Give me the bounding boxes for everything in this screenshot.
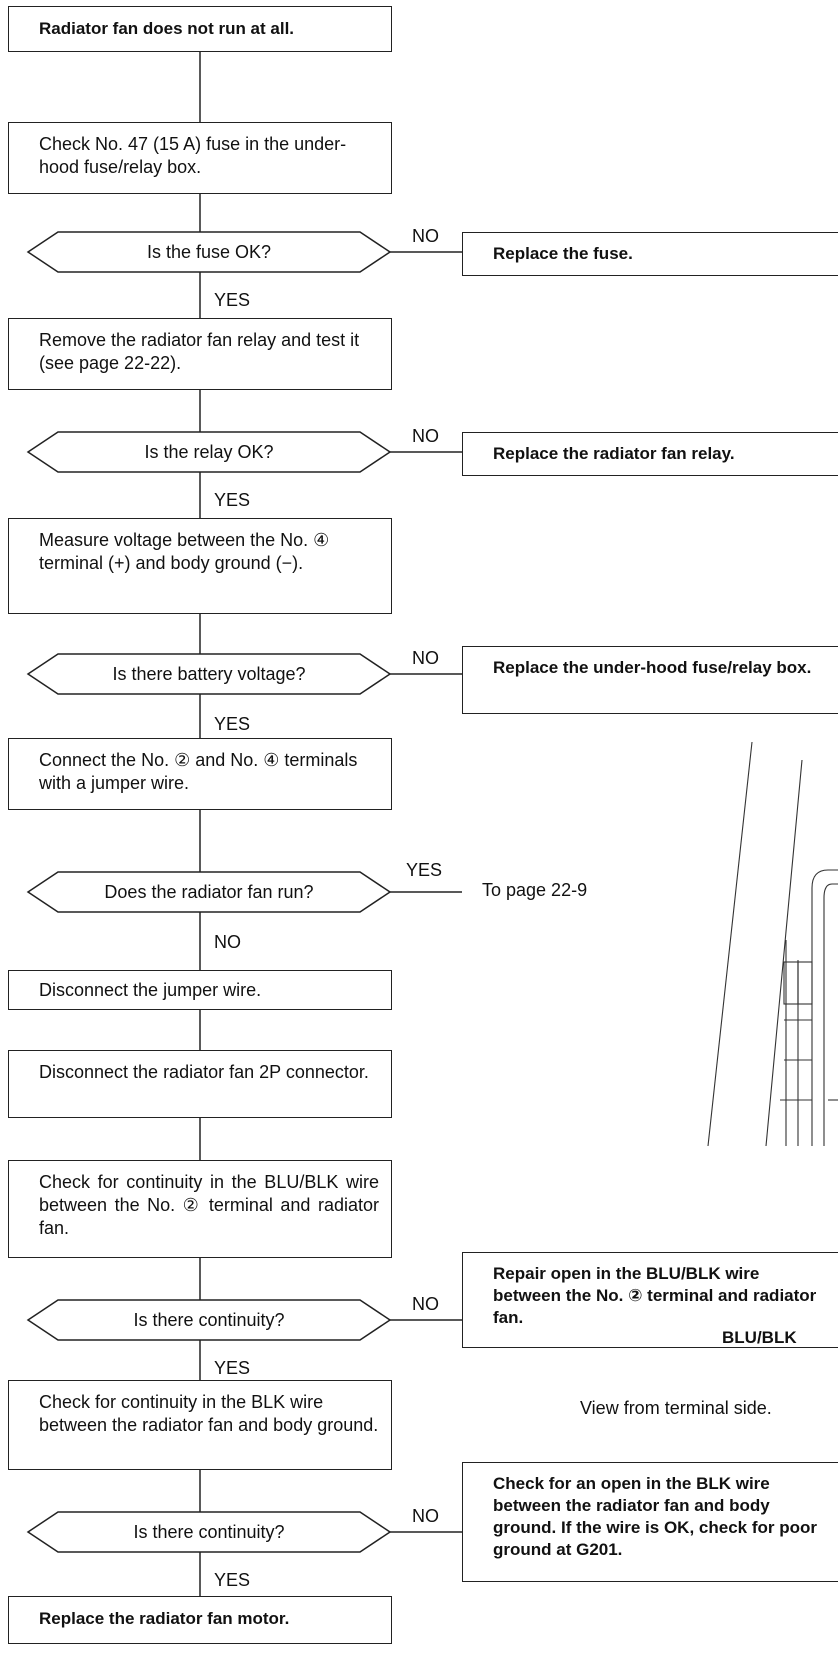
step-connect-jumper: Connect the No. ② and No. ④ terminals wi… — [8, 738, 392, 810]
yes-label: YES — [406, 860, 443, 880]
action-replace-relay: Replace the radiator fan relay. — [462, 432, 838, 476]
step-measure-voltage: Measure voltage between the No. ④ termin… — [8, 518, 392, 614]
step-disconnect-jumper: Disconnect the jumper wire. — [8, 970, 392, 1010]
decision-fan-runs: Does the radiator fan run? — [104, 881, 314, 902]
step-check-blk-continuity: Check for continuity in the BLK wire bet… — [8, 1380, 392, 1470]
step-check-blu-blk-continuity: Check for continuity in the BLU/BLK wire… — [8, 1160, 392, 1258]
action-replace-fuse-box: Replace the under-hood fuse/relay box. — [462, 646, 838, 714]
view-caption: View from terminal side. — [580, 1398, 772, 1418]
to-page-reference: To page 22-9 — [482, 880, 588, 900]
decision-relay-ok: Is the relay OK? — [144, 441, 274, 462]
yes-label: YES — [214, 490, 251, 510]
decision-blu-blk-continuity: Is there continuity? — [133, 1309, 285, 1330]
no-label: NO — [214, 932, 241, 952]
action-repair-blu-blk: Repair open in the BLU/BLK wire between … — [462, 1252, 838, 1348]
step-replace-fan-motor: Replace the radiator fan motor. — [8, 1596, 392, 1644]
action-check-blk-ground: Check for an open in the BLK wire betwee… — [462, 1462, 838, 1582]
connector-illustration — [707, 741, 838, 1341]
no-label: NO — [412, 226, 439, 246]
decision-battery-voltage: Is there battery voltage? — [112, 663, 306, 684]
no-label: NO — [412, 648, 439, 668]
decision-blk-continuity: Is there continuity? — [133, 1521, 285, 1542]
wire-label: BLU/BLK — [722, 1328, 797, 1347]
action-replace-fuse: Replace the fuse. — [462, 232, 838, 276]
decision-fuse-ok: Is the fuse OK? — [146, 241, 272, 262]
yes-label: YES — [214, 1358, 251, 1378]
yes-label: YES — [214, 290, 251, 310]
step-test-relay: Remove the radiator fan relay and test i… — [8, 318, 392, 390]
no-label: NO — [412, 426, 439, 446]
no-label: NO — [412, 1506, 439, 1526]
step-disconnect-connector: Disconnect the radiator fan 2P connector… — [8, 1050, 392, 1118]
yes-label: YES — [214, 714, 251, 734]
no-label: NO — [412, 1294, 439, 1314]
step-fan-not-running: Radiator fan does not run at all. — [8, 6, 392, 52]
yes-label: YES — [214, 1570, 251, 1590]
step-check-fuse: Check No. 47 (15 A) fuse in the under-ho… — [8, 122, 392, 194]
